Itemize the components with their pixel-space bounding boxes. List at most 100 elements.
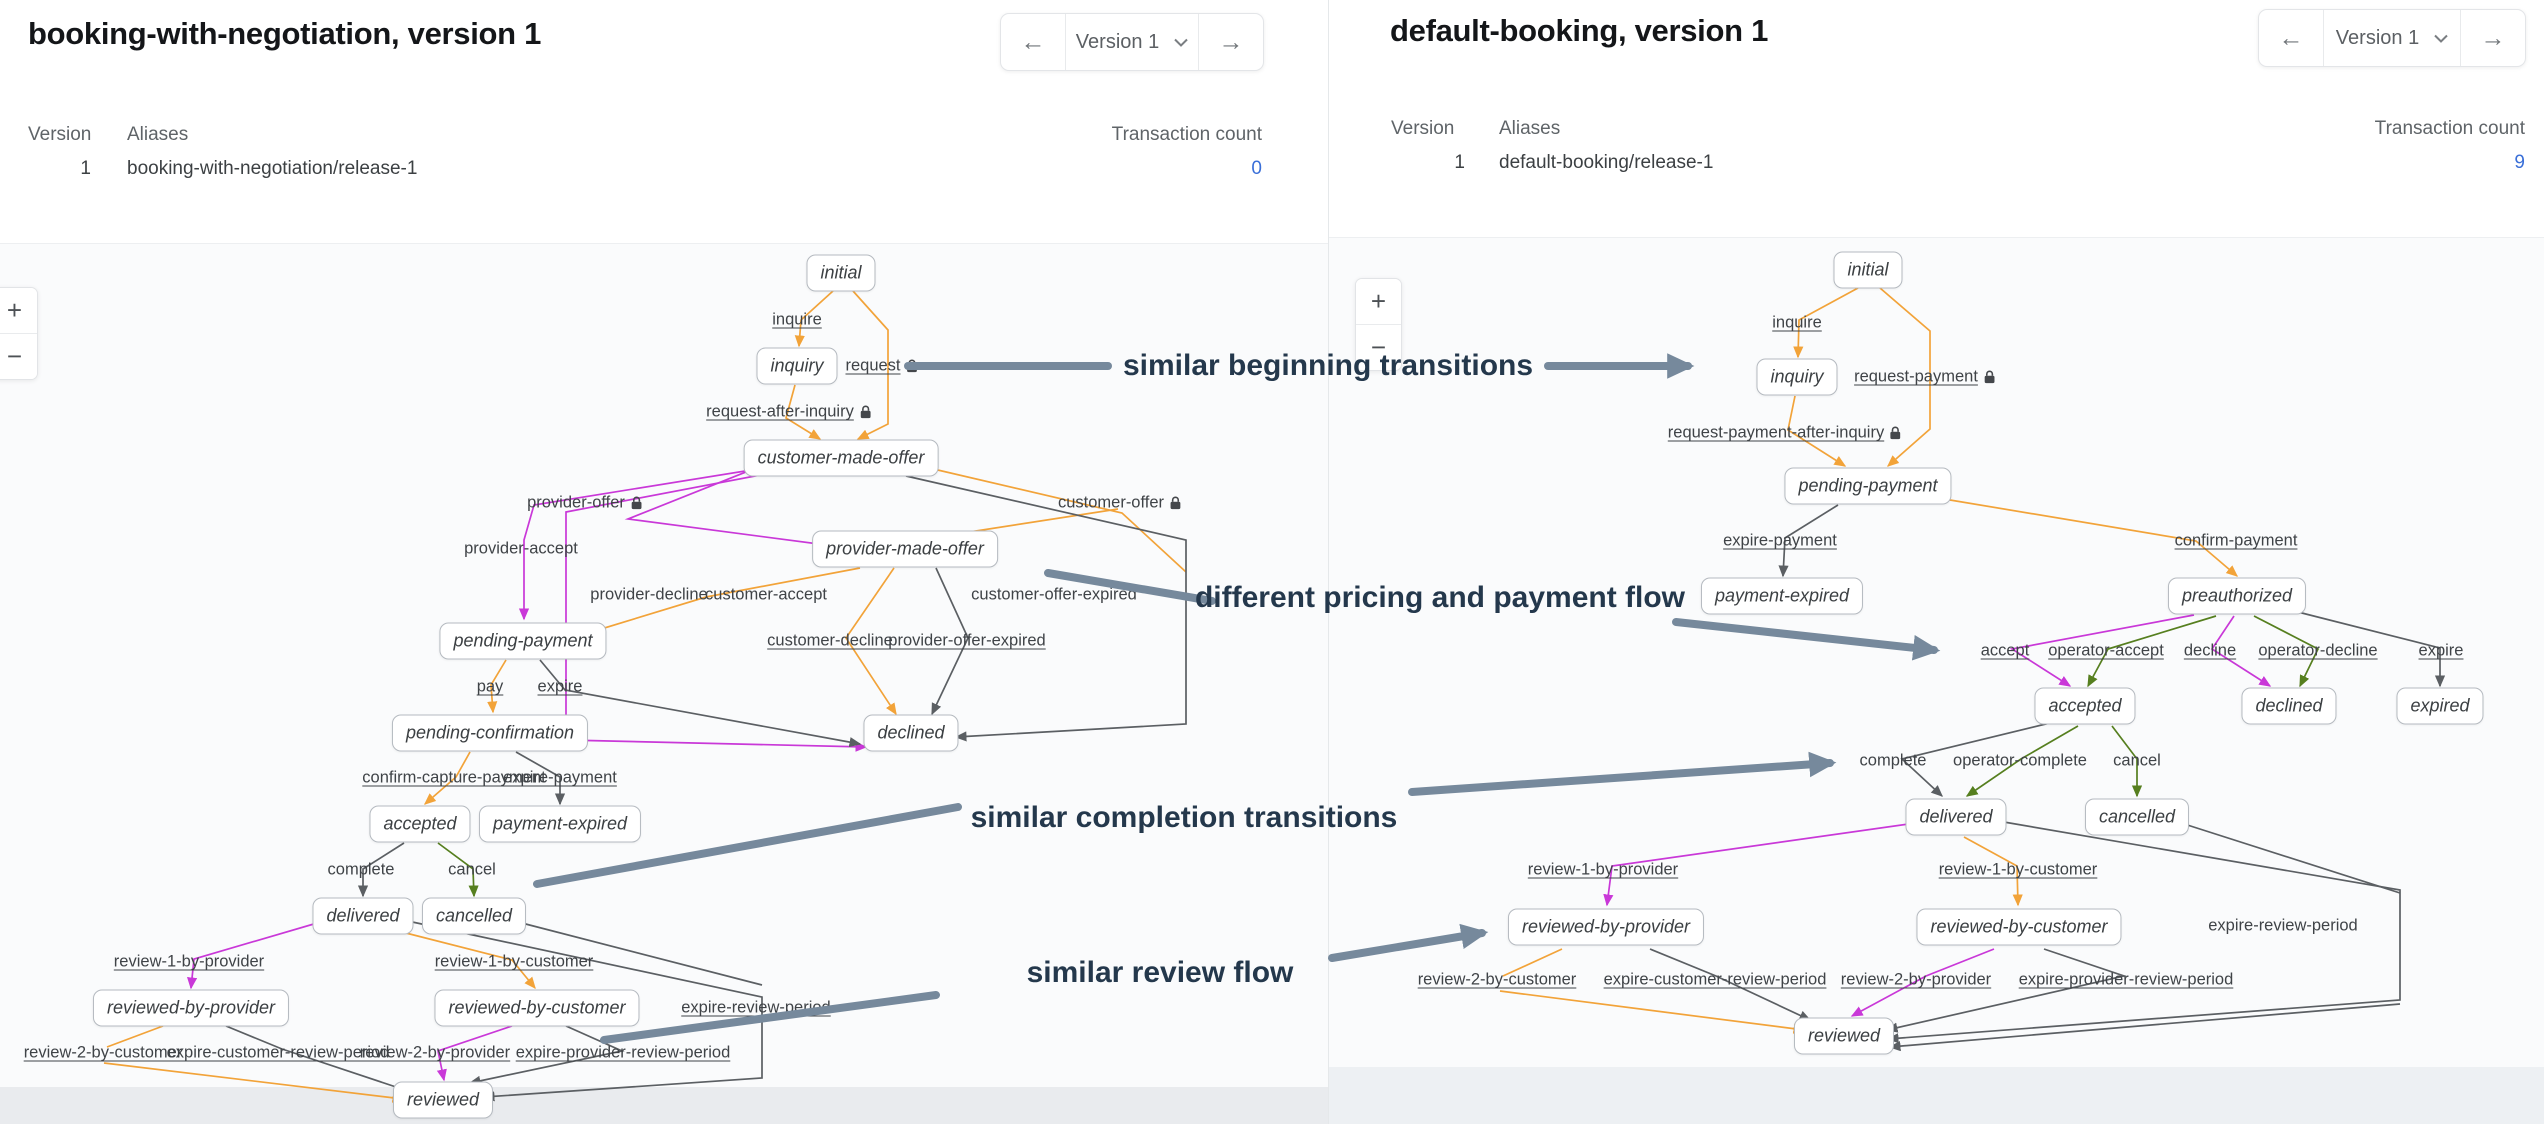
- state-node-reviewed-by-customer: reviewed-by-customer: [434, 989, 640, 1027]
- transition-label-review-1-by-customer[interactable]: review-1-by-customer: [434, 952, 594, 971]
- column-header-transaction-count: Transaction count: [1111, 124, 1262, 145]
- next-version-button[interactable]: →: [2461, 10, 2525, 66]
- chevron-down-icon: [2434, 34, 2448, 43]
- transition-label-expire-customer-review-period[interactable]: expire-customer-review-period: [166, 1043, 390, 1062]
- state-node-initial: initial: [1833, 251, 1903, 289]
- lock-icon: [1984, 370, 1995, 384]
- state-node-pending-payment: pending-payment: [1784, 467, 1952, 505]
- zoom-out-button[interactable]: −: [1356, 324, 1401, 370]
- transition-label-expire-payment[interactable]: expire-payment: [1723, 531, 1837, 550]
- transition-label-decline[interactable]: decline: [2183, 641, 2237, 660]
- state-node-reviewed: reviewed: [1793, 1017, 1895, 1055]
- version-selector: ← Version 1 →: [2258, 9, 2526, 67]
- transition-label-review-2-by-customer[interactable]: review-2-by-customer: [1417, 970, 1577, 989]
- transition-label-cancel: cancel: [448, 860, 496, 879]
- transition-label-review-2-by-provider[interactable]: review-2-by-provider: [359, 1043, 511, 1062]
- version-dropdown[interactable]: Version 1: [1065, 14, 1199, 70]
- left-panel-header: booking-with-negotiation, version 1 ← Ve…: [0, 0, 1328, 244]
- arrow-right-icon: →: [1218, 27, 1244, 56]
- transition-label-inquire[interactable]: inquire: [1772, 313, 1822, 332]
- lock-icon: [860, 405, 871, 419]
- lock-icon: [631, 496, 642, 510]
- zoom-in-button[interactable]: +: [1356, 279, 1401, 324]
- transition-label-review-2-by-provider[interactable]: review-2-by-provider: [1840, 970, 1992, 989]
- alias-cell: default-booking/release-1: [1499, 152, 1714, 173]
- transition-label-review-1-by-customer[interactable]: review-1-by-customer: [1938, 860, 2098, 879]
- state-node-pending-payment: pending-payment: [439, 622, 607, 660]
- state-node-reviewed-by-provider: reviewed-by-provider: [92, 989, 290, 1027]
- transition-label-review-1-by-provider[interactable]: review-1-by-provider: [1527, 860, 1679, 879]
- transition-label-request-payment[interactable]: request-payment: [1854, 368, 1996, 387]
- version-number-cell: 1: [1454, 152, 1465, 173]
- column-header-version: Version: [28, 124, 92, 145]
- transition-label-expire-review-period[interactable]: expire-review-period: [681, 998, 831, 1017]
- transition-label-customer-offer-expired: customer-offer-expired: [971, 585, 1137, 604]
- transition-label-inquire[interactable]: inquire: [772, 310, 822, 329]
- transition-label-expire-customer-review-period[interactable]: expire-customer-review-period: [1603, 970, 1827, 989]
- lock-icon: [1890, 426, 1901, 440]
- column-header-transaction-count: Transaction count: [2374, 118, 2525, 139]
- transition-label-review-2-by-customer[interactable]: review-2-by-customer: [23, 1043, 183, 1062]
- zoom-out-button[interactable]: −: [0, 333, 37, 379]
- state-node-delivered: delivered: [1905, 798, 2007, 836]
- right-panel-footer-band: [1329, 1067, 2544, 1124]
- transition-label-expire[interactable]: expire: [537, 677, 583, 696]
- previous-version-button[interactable]: ←: [1001, 14, 1065, 70]
- state-node-expired: expired: [2396, 687, 2484, 725]
- state-node-provider-made-offer: provider-made-offer: [812, 530, 998, 568]
- transition-label-customer-offer: customer-offer: [1058, 494, 1182, 513]
- arrow-left-icon: ←: [2278, 23, 2304, 52]
- arrow-right-icon: →: [2480, 23, 2506, 52]
- transition-label-confirm-payment[interactable]: confirm-payment: [2174, 531, 2298, 550]
- transition-label-review-1-by-provider[interactable]: review-1-by-provider: [113, 952, 265, 971]
- transition-label-pay[interactable]: pay: [476, 677, 504, 696]
- transition-label-expire[interactable]: expire: [2418, 641, 2464, 660]
- transition-label-expire-provider-review-period[interactable]: expire-provider-review-period: [515, 1043, 731, 1062]
- lock-icon: [1170, 496, 1181, 510]
- alias-cell: booking-with-negotiation/release-1: [127, 158, 418, 179]
- transition-label-expire-review-period: expire-review-period: [2208, 916, 2358, 935]
- state-node-inquiry: inquiry: [756, 347, 838, 385]
- transition-label-complete: complete: [327, 860, 395, 879]
- transition-label-provider-decline: provider-decline: [590, 585, 708, 604]
- page-title: booking-with-negotiation, version 1: [28, 16, 542, 51]
- transition-label-customer-decline[interactable]: customer-decline: [767, 631, 893, 650]
- diagram-zoom-control: + −: [0, 287, 38, 380]
- version-selector: ← Version 1 →: [1000, 13, 1264, 71]
- next-version-button[interactable]: →: [1199, 14, 1263, 70]
- state-node-accepted: accepted: [2034, 687, 2136, 725]
- transition-label-expire-provider-review-period[interactable]: expire-provider-review-period: [2018, 970, 2234, 989]
- zoom-in-button[interactable]: +: [0, 288, 37, 333]
- state-node-preauthorized: preauthorized: [2167, 577, 2307, 615]
- state-node-reviewed-by-provider: reviewed-by-provider: [1507, 908, 1705, 946]
- diagram-zoom-control: + −: [1355, 278, 1402, 371]
- transition-label-customer-accept: customer-accept: [705, 585, 827, 604]
- state-node-accepted: accepted: [369, 805, 471, 843]
- transition-label-operator-accept[interactable]: operator-accept: [2048, 641, 2164, 660]
- transition-label-operator-decline[interactable]: operator-decline: [2258, 641, 2378, 660]
- transition-label-request-payment-after-inquiry[interactable]: request-payment-after-inquiry: [1668, 424, 1902, 443]
- transition-label-accept[interactable]: accept: [1980, 641, 2030, 660]
- column-header-version: Version: [1391, 118, 1455, 139]
- transaction-count-link[interactable]: 0: [1251, 158, 1262, 179]
- chevron-down-icon: [1174, 38, 1188, 47]
- previous-version-button[interactable]: ←: [2259, 10, 2323, 66]
- minus-icon: −: [1370, 332, 1387, 362]
- state-node-reviewed: reviewed: [392, 1081, 494, 1119]
- state-node-cancelled: cancelled: [421, 897, 527, 935]
- version-number-cell: 1: [80, 158, 91, 179]
- plus-icon: +: [6, 295, 23, 325]
- transition-label-request-after-inquiry[interactable]: request-after-inquiry: [706, 403, 872, 422]
- transition-label-complete: complete: [1859, 751, 1927, 770]
- state-node-cancelled: cancelled: [2084, 798, 2190, 836]
- state-node-delivered: delivered: [312, 897, 414, 935]
- state-node-payment-expired: payment-expired: [1700, 577, 1864, 615]
- version-dropdown[interactable]: Version 1: [2323, 10, 2461, 66]
- arrow-left-icon: ←: [1020, 27, 1046, 56]
- transition-label-operator-complete: operator-complete: [1953, 751, 2087, 770]
- transaction-count-link[interactable]: 9: [2514, 152, 2525, 173]
- transition-label-request[interactable]: request: [845, 357, 918, 376]
- transition-label-provider-offer-expired[interactable]: provider-offer-expired: [888, 631, 1046, 650]
- transition-label-expire-payment[interactable]: expire-payment: [503, 768, 617, 787]
